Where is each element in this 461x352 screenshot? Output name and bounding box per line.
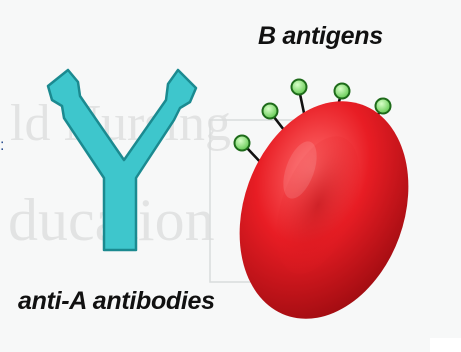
edge-mark: :	[0, 137, 4, 154]
red-blood-cell-icon	[211, 77, 438, 342]
anti-a-antibodies-label: anti-A antibodies	[18, 287, 215, 316]
antigen-1-icon	[235, 136, 250, 151]
antigen-3-icon	[292, 80, 307, 95]
antigen-2-icon	[263, 104, 278, 119]
watermark-line-1: ld Nursing	[10, 95, 231, 152]
b-antigens-label: B antigens	[258, 22, 383, 51]
antigen-4-icon	[335, 84, 350, 99]
antigen-5-icon	[376, 99, 391, 114]
corner-patch	[430, 338, 461, 352]
